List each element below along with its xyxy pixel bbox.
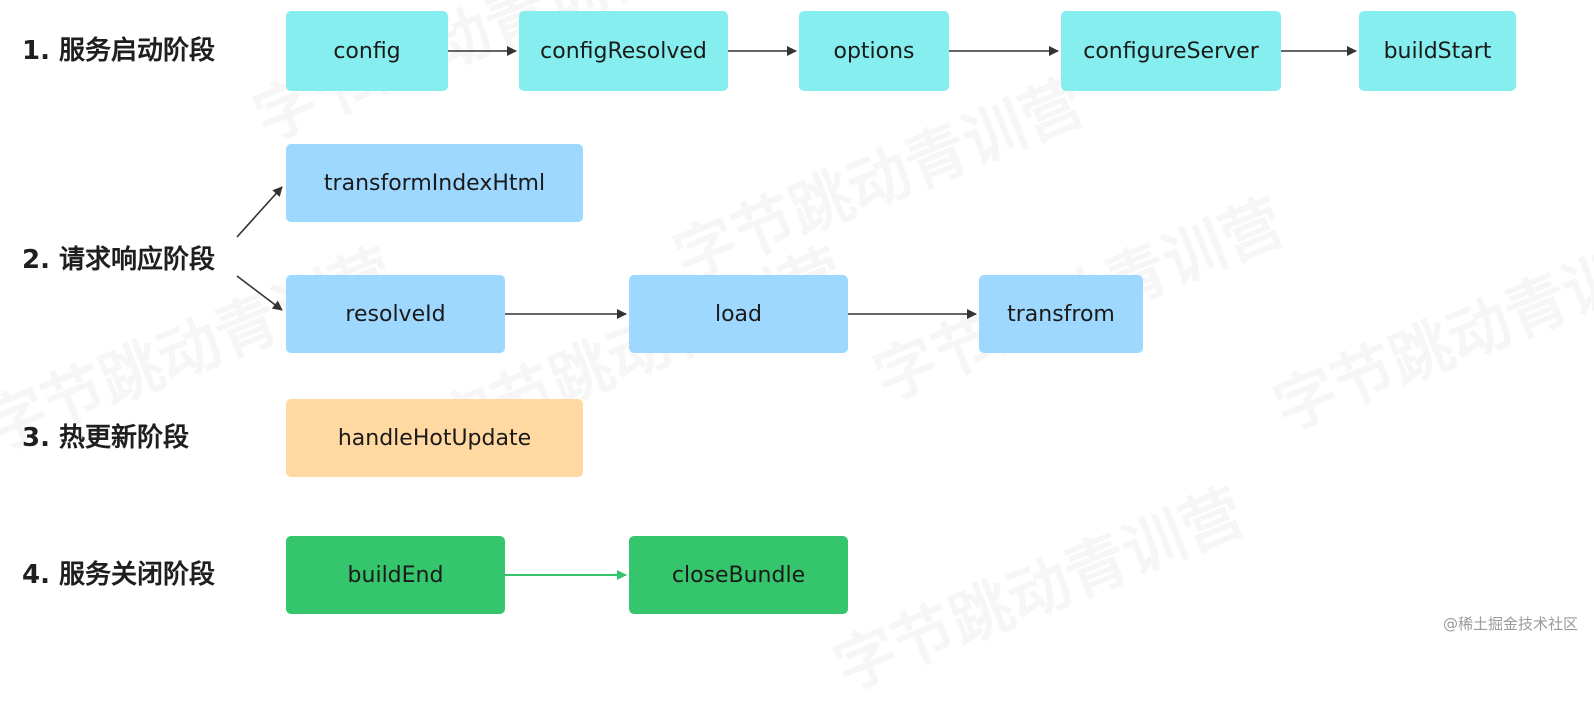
stage-label-shutdown: 4. 服务关闭阶段 [22,560,216,590]
node-closebundle: closeBundle [629,536,848,614]
edge-stage2-transformindexhtml [236,186,283,238]
watermark-text: 字节跳动青训营 [1259,202,1594,448]
node-configresolved: configResolved [519,11,728,91]
stage-label-startup: 1. 服务启动阶段 [22,36,216,66]
node-configureserver: configureServer [1061,11,1281,91]
node-load: load [629,275,848,353]
source-credit: @稀土掘金技术社区 [1442,615,1578,633]
node-resolveid: resolveId [286,275,505,353]
node-options: options [799,11,949,91]
node-handlehotupdate: handleHotUpdate [286,399,583,477]
node-config: config [286,11,448,91]
stage-label-request: 2. 请求响应阶段 [22,245,216,275]
stage-label-hmr: 3. 热更新阶段 [22,423,190,453]
node-buildstart: buildStart [1359,11,1516,91]
node-transfrom: transfrom [979,275,1143,353]
node-buildend: buildEnd [286,536,505,614]
edge-stage2-resolveid [236,275,283,311]
node-transformindexhtml: transformIndexHtml [286,144,583,222]
watermark-text: 字节跳动青训营 [819,462,1255,708]
